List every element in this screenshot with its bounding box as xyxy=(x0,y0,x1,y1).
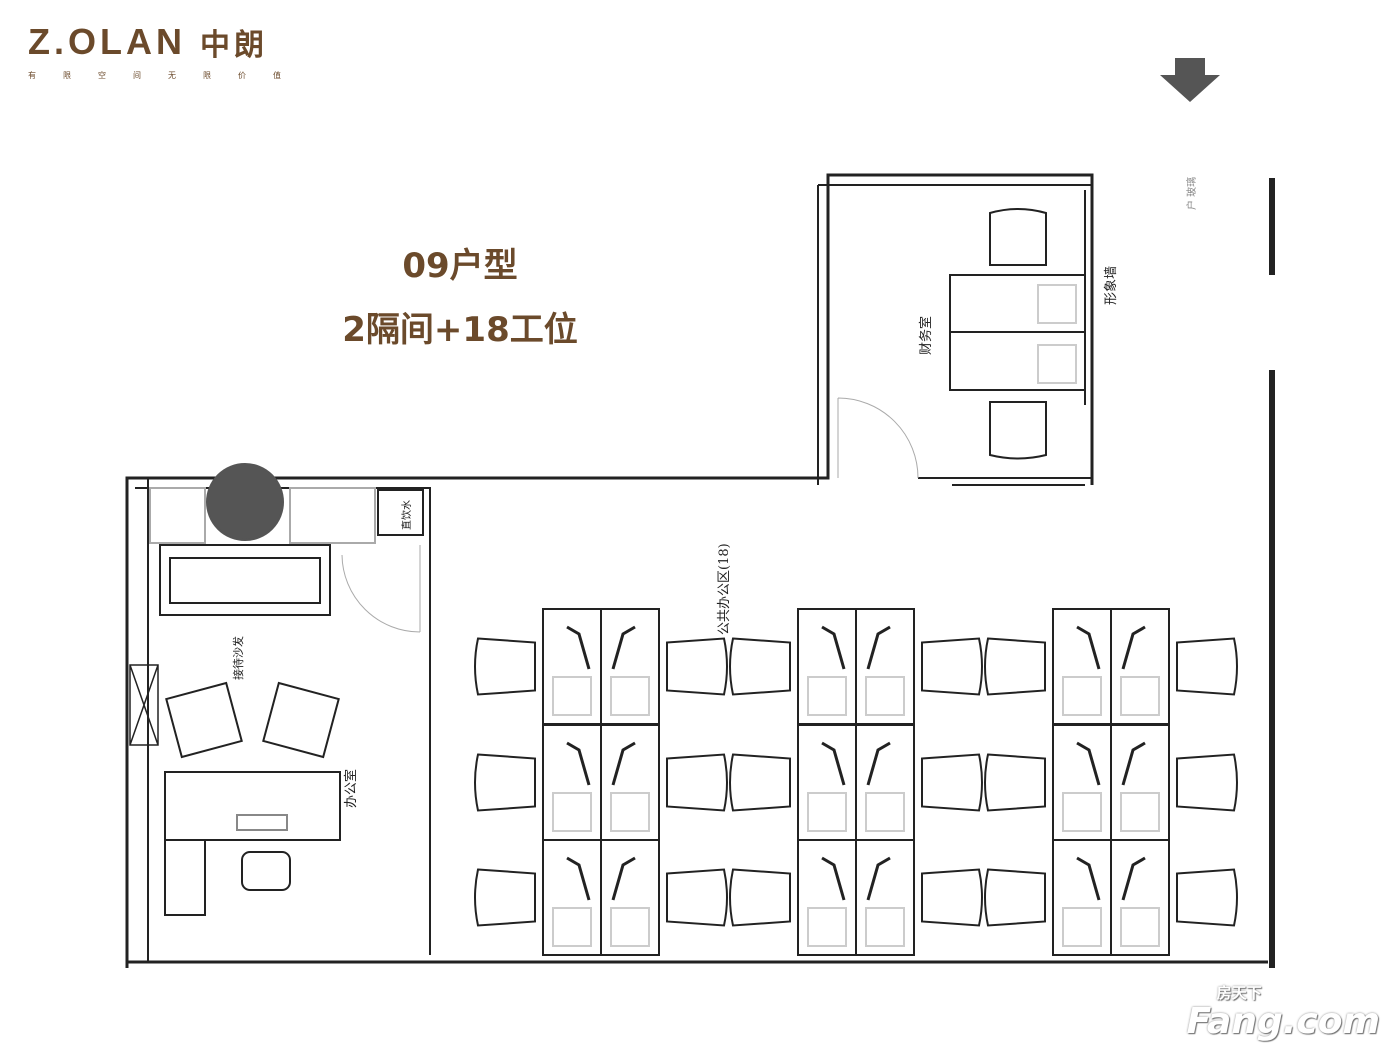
workstation-desk xyxy=(600,608,660,725)
workstation-desk xyxy=(797,608,857,725)
office-chair xyxy=(474,753,536,812)
desk-pad xyxy=(807,907,847,947)
office-chair xyxy=(984,868,1046,927)
office-chair xyxy=(1176,637,1238,696)
workstation-desk xyxy=(855,608,915,725)
office-chair xyxy=(729,637,791,696)
office-chair xyxy=(984,637,1046,696)
label-finance-room: 财务室 xyxy=(918,316,934,355)
desk-pad xyxy=(552,676,592,716)
workstation-desk xyxy=(1110,724,1170,841)
workstation-desk xyxy=(1110,608,1170,725)
desk-pad xyxy=(610,792,650,832)
monitor-icon xyxy=(611,741,636,786)
watermark-cn: 房天下 xyxy=(1216,984,1262,1002)
workstation-desk xyxy=(600,724,660,841)
logo-brand: Z.OLAN xyxy=(28,21,186,62)
office-chair xyxy=(729,868,791,927)
workstation-desk xyxy=(542,608,602,725)
watermark-en: Fang.com xyxy=(1186,1001,1380,1042)
label-entrance: 户 玻璃 xyxy=(1185,177,1198,210)
office-chair xyxy=(666,637,728,696)
desk-pad xyxy=(865,907,905,947)
unit-type: 09户型 xyxy=(402,246,518,286)
workstation-desk xyxy=(797,724,857,841)
desk-pad xyxy=(1120,792,1160,832)
desk-pad xyxy=(1062,792,1102,832)
workstation-desk xyxy=(1052,839,1112,956)
finance-furniture xyxy=(949,208,1086,460)
workstation-desk xyxy=(1110,839,1170,956)
desk-pad xyxy=(552,792,592,832)
office-chair xyxy=(729,753,791,812)
desk-pad xyxy=(865,676,905,716)
workstation-desk xyxy=(1052,608,1112,725)
desk-pad xyxy=(1120,676,1160,716)
monitor-icon xyxy=(1121,741,1146,786)
logo-tagline: 有限空间无限价值 xyxy=(28,71,308,80)
monitor-icon xyxy=(566,625,591,670)
label-sofa: 接待沙发 xyxy=(231,636,245,680)
monitor-icon xyxy=(611,856,636,901)
office-chair xyxy=(1176,753,1238,812)
workstation-desk xyxy=(797,839,857,956)
monitor-icon xyxy=(1121,856,1146,901)
workstation-desk xyxy=(1052,724,1112,841)
plan-title: 09户型 2隔间+18工位 xyxy=(330,238,590,366)
monitor-icon xyxy=(566,741,591,786)
monitor-icon xyxy=(1076,625,1101,670)
desk-pad xyxy=(610,907,650,947)
desk-pad xyxy=(1120,907,1160,947)
office-chair xyxy=(474,868,536,927)
office-chair xyxy=(1176,868,1238,927)
desk-pad xyxy=(807,792,847,832)
label-water: 直饮水 xyxy=(400,500,413,530)
desk-pad xyxy=(1062,907,1102,947)
desk-pad xyxy=(610,676,650,716)
logo-brand-cn: 中朗 xyxy=(199,28,268,63)
office-chair xyxy=(984,753,1046,812)
office-chair xyxy=(921,753,983,812)
desk-pad xyxy=(1062,676,1102,716)
desk-pad xyxy=(865,792,905,832)
label-office: 办公室 xyxy=(343,769,359,808)
monitor-icon xyxy=(1076,741,1101,786)
office-chair xyxy=(666,753,728,812)
label-image-wall: 形象墙 xyxy=(1104,266,1119,305)
monitor-icon xyxy=(1076,856,1101,901)
logo: Z.OLAN 中朗 有限空间无限价值 xyxy=(28,20,308,81)
office-furniture xyxy=(129,463,424,916)
entrance-arrow-icon xyxy=(1160,58,1220,102)
workstation-desk xyxy=(542,724,602,841)
monitor-icon xyxy=(866,856,891,901)
monitor-icon xyxy=(821,625,846,670)
office-chair xyxy=(921,637,983,696)
monitor-icon xyxy=(566,856,591,901)
walls xyxy=(125,173,1275,968)
monitor-icon xyxy=(1121,625,1146,670)
workstation-desk xyxy=(855,724,915,841)
office-chair xyxy=(474,637,536,696)
layout-summary: 2隔间+18工位 xyxy=(342,310,578,350)
workstation-desk xyxy=(542,839,602,956)
office-chair xyxy=(921,868,983,927)
desk-pad xyxy=(807,676,847,716)
monitor-icon xyxy=(821,856,846,901)
workstation-desk xyxy=(855,839,915,956)
label-open-office: 公共办公区(18) xyxy=(717,543,732,635)
monitor-icon xyxy=(866,741,891,786)
office-chair xyxy=(666,868,728,927)
monitor-icon xyxy=(611,625,636,670)
monitor-icon xyxy=(866,625,891,670)
desk-pad xyxy=(552,907,592,947)
monitor-icon xyxy=(821,741,846,786)
workstation-desk xyxy=(600,839,660,956)
